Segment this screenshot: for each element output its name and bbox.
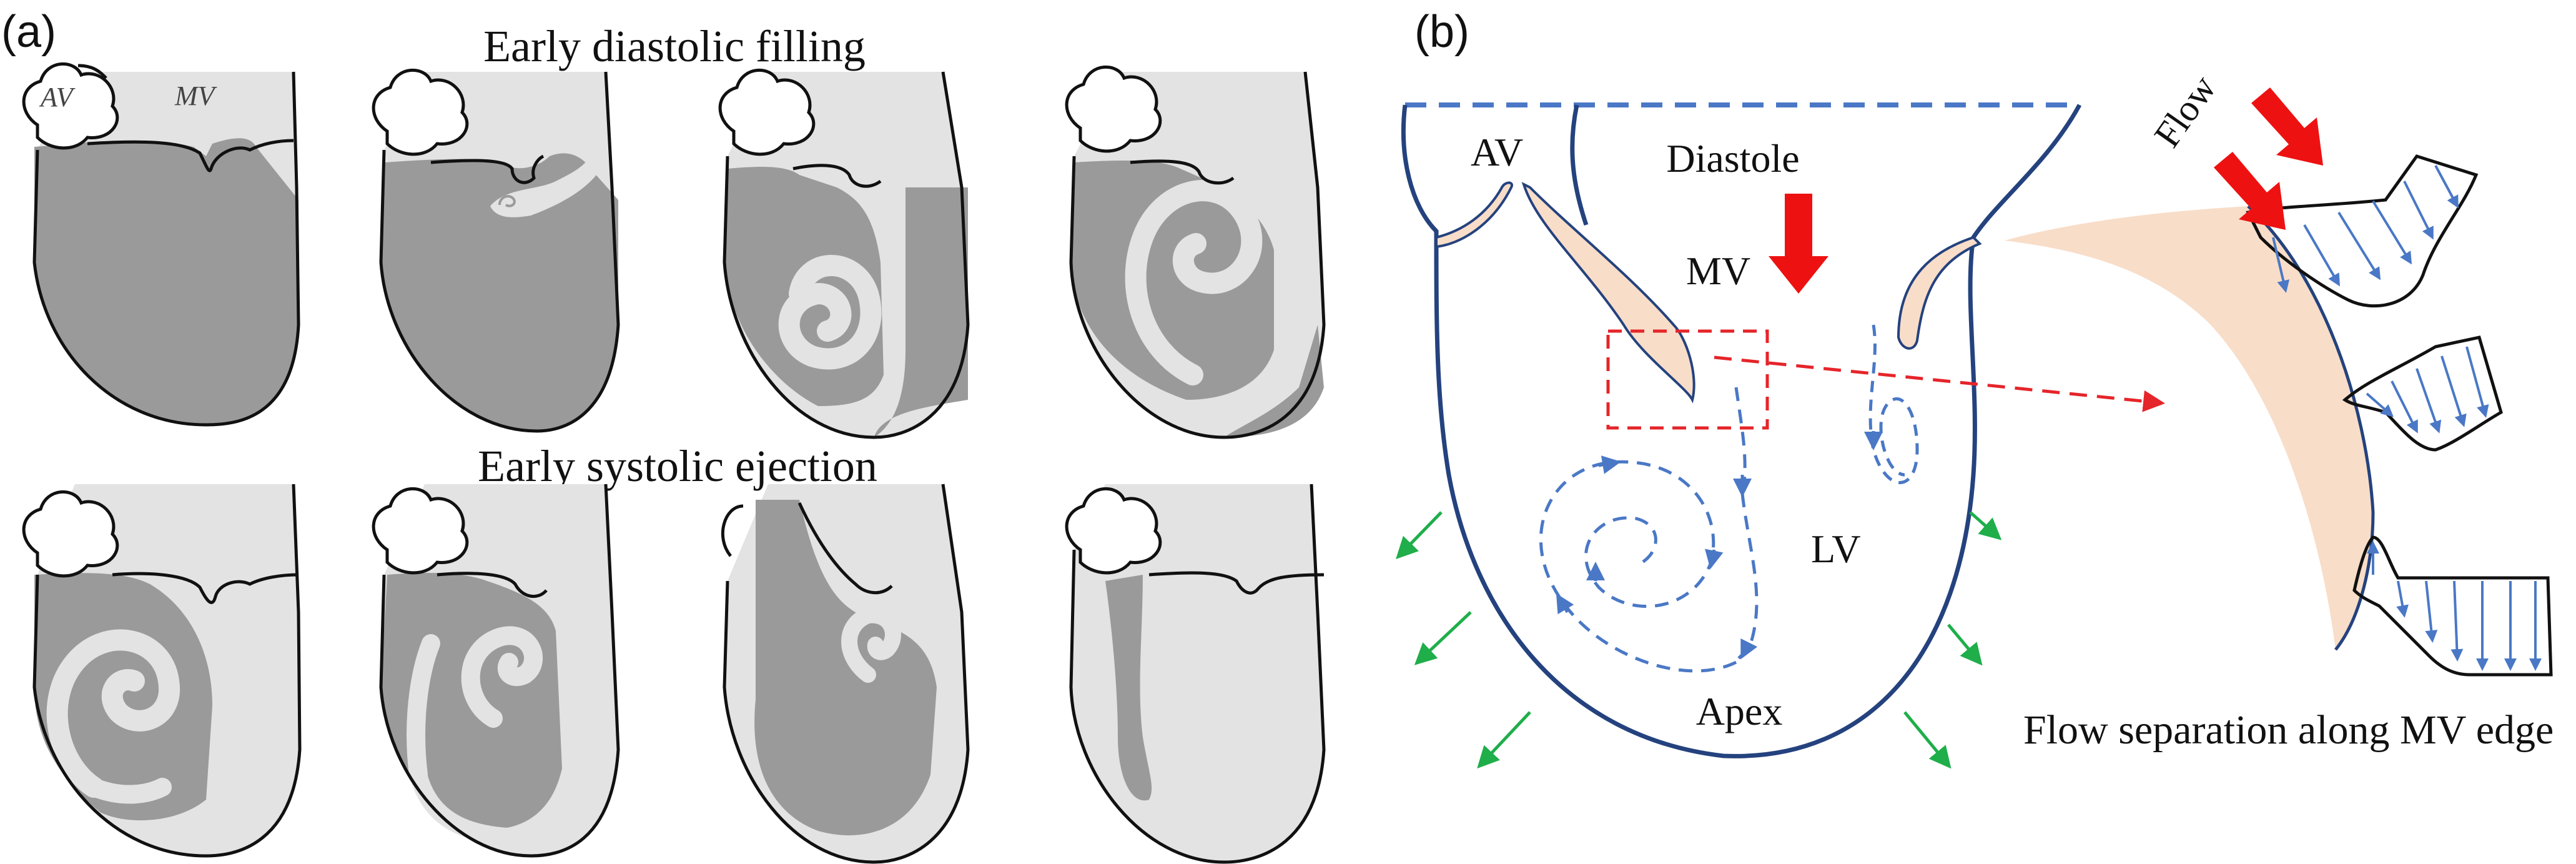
b-diastole-label: Diastole (1666, 136, 1799, 181)
wall-arrow-3 (1477, 711, 1531, 769)
heart-diastole-3 (718, 68, 970, 439)
b-av-label: AV (1471, 130, 1523, 174)
vortex-arrow-4 (1704, 549, 1724, 569)
blood-region (34, 138, 299, 425)
zoom-arrow (1714, 355, 2165, 412)
vortex-arrow-6 (1740, 638, 1758, 660)
wall-arrow-4 (1969, 511, 2002, 540)
b-mv-label: MV (1686, 249, 1750, 293)
diastole-arrow (1769, 194, 1828, 294)
heart-systole-2 (372, 484, 620, 858)
heart-outline (32, 71, 300, 427)
zoom-box (1606, 329, 1769, 430)
velocity-profile-2 (2342, 335, 2503, 452)
zoomed-leaflet (2005, 206, 2373, 650)
wall-arrow-1 (1396, 511, 1443, 560)
flow-label: Flow (2146, 67, 2224, 154)
flow-arrow-1 (2251, 87, 2323, 166)
aortic-wall (1570, 104, 1589, 226)
heart-diastole-2 (372, 68, 620, 433)
aortic-valve (22, 62, 119, 150)
av-label: AV (39, 82, 76, 112)
heart-systole-3 (721, 484, 970, 864)
mitral-valve (87, 139, 294, 172)
velocity-profile-3 (2352, 535, 2553, 677)
heart-diastole-1: AV MV (22, 62, 300, 427)
row-title-systolic: Early systolic ejection (478, 441, 877, 491)
heart-systole-1 (22, 484, 302, 858)
panel-a-label: (a) (1, 7, 56, 57)
panel-b: (b) AV Diastole MV LV Apex (1396, 7, 2554, 769)
posterior-vortex (1868, 324, 1919, 484)
panel-b-label: (b) (1414, 7, 1469, 57)
flow-separation-caption: Flow separation along MV edge (2023, 707, 2554, 753)
row-title-diastolic: Early diastolic filling (483, 21, 866, 71)
mv-leaflet-posterior (1897, 236, 1982, 350)
velocity-profile-1 (2246, 154, 2479, 308)
wall-arrow-2 (1414, 611, 1472, 665)
wall-arrow-5 (1947, 623, 1983, 666)
b-lv-label: LV (1811, 527, 1860, 571)
vortex-arrow-3 (1598, 455, 1621, 474)
panel-a: (a) Early diastolic filling Early systol… (1, 7, 1326, 864)
av-leaflet-left (1435, 181, 1513, 249)
lv-outline (1401, 104, 2082, 758)
heart-diastole-4 (1065, 65, 1326, 439)
mv-label: MV (174, 81, 218, 111)
mv-leaflet-anterior (1521, 182, 1695, 404)
vortex-path (1539, 387, 1759, 673)
wall-arrow-6 (1903, 711, 1952, 769)
b-apex-label: Apex (1696, 689, 1783, 733)
flow-arrow-2 (2214, 152, 2286, 230)
vortex-arrow-2 (1556, 593, 1574, 615)
heart-systole-4 (1065, 484, 1326, 864)
